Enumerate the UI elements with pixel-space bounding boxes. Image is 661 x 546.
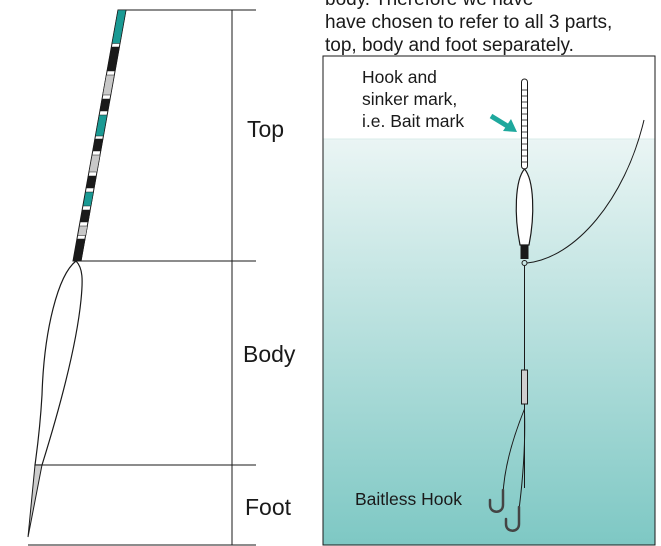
label-foot: Foot [245,494,292,520]
baitless-hook-label: Baitless Hook [355,489,462,509]
bait-mark-label-line: Hook and [362,67,437,87]
antenna-band [95,114,108,137]
hook-icon [488,488,505,513]
scene-float [515,78,534,266]
snood-line [502,408,525,496]
scene-float-foot [520,245,529,259]
antenna-band [79,209,91,223]
antenna-band [102,74,115,96]
antenna-band [77,225,88,236]
label-body: Body [243,341,296,367]
water [323,139,655,545]
hook-icon [504,505,521,532]
sinker [521,369,528,405]
float-anatomy [27,9,256,546]
bait-mark-label-line: i.e. Bait mark [362,111,465,131]
antenna-band [111,9,127,44]
antenna-band [99,98,111,112]
antenna-band [85,175,97,189]
caption-line: body. Therefore we have [325,0,533,11]
scene-float-antenna [521,78,528,170]
float-antenna [72,9,127,262]
caption-line: top, body and foot separately. [325,35,574,56]
antenna-band [106,46,120,72]
underwater-scene [322,55,656,546]
fishing-line [526,119,645,264]
bait-mark-label-line: sinker mark, [362,89,458,109]
caption-line: have chosen to refer to all 3 parts, [325,12,613,33]
scene-float-body [515,168,534,246]
float-foot [27,464,43,538]
antenna-band [82,191,94,207]
antenna-band [88,154,101,173]
arrow-icon [489,113,517,132]
float-body [34,260,83,466]
antenna-band [92,138,104,152]
label-top: Top [247,116,285,142]
antenna-band [72,238,86,262]
